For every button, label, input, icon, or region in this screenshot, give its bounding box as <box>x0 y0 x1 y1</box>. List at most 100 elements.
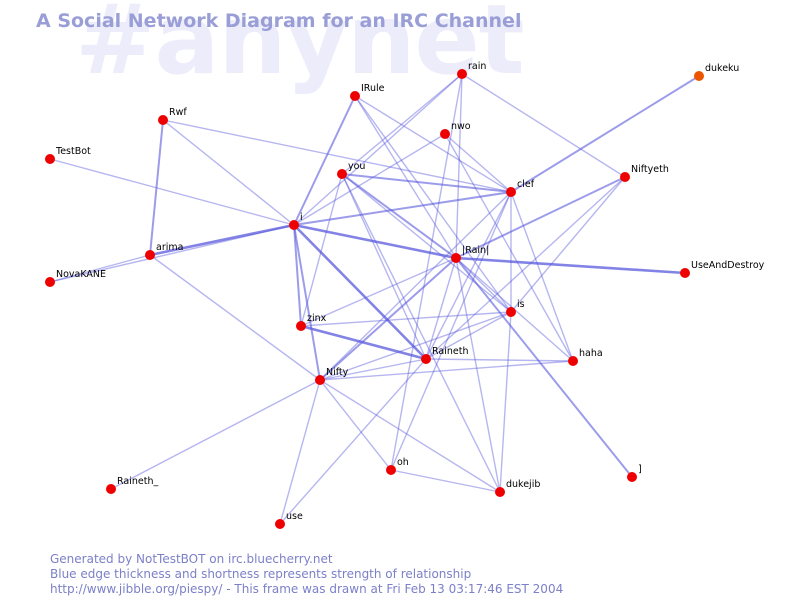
edge-Raineth-haha <box>425 358 574 362</box>
node-dot <box>158 115 168 125</box>
edge-clef-nwo <box>444 133 512 193</box>
edge-nwo-haha <box>444 133 574 362</box>
node-dot <box>337 169 347 179</box>
node-dot <box>495 487 505 497</box>
node-Rain: |Rain| <box>451 245 489 263</box>
node-oh: oh <box>386 457 409 475</box>
edge-Nifty-Raineth <box>319 358 427 381</box>
edge-Rain-is <box>455 257 512 313</box>
node-dot <box>568 356 578 366</box>
node-label: rain <box>468 61 486 72</box>
edge-you-dukejib <box>341 173 501 493</box>
edge-zinx-Raineth <box>300 324 427 361</box>
node-label: UseAndDestroy <box>691 260 765 271</box>
node-dukeku: dukeku <box>694 63 739 81</box>
edge-IRule-is <box>354 95 512 313</box>
edge-Rain-you <box>341 173 457 259</box>
edge-zinx-is <box>300 311 512 327</box>
edge-clef-Rwf <box>162 119 512 193</box>
node-dot <box>386 465 396 475</box>
diagram-title: A Social Network Diagram for an IRC Chan… <box>36 10 522 32</box>
edge-arima-NovaKANE <box>49 254 151 283</box>
edge-i-IRule <box>293 95 356 226</box>
node-Niftyeth: Niftyeth <box>620 164 669 182</box>
node-dot <box>627 472 637 482</box>
node-dot <box>620 172 630 182</box>
node-dot <box>457 69 467 79</box>
node-label: IRule <box>361 83 385 94</box>
node-label: Niftyeth <box>631 164 669 175</box>
node-haha: haha <box>568 348 603 366</box>
node-label: use <box>286 511 303 522</box>
node-dot <box>106 484 116 494</box>
node-label: i <box>300 212 303 223</box>
edge-Rain-bracket <box>455 257 633 478</box>
edge-Nifty-use <box>279 379 321 525</box>
edge-rain-Niftyeth <box>461 73 626 178</box>
node-label: Raineth <box>432 346 468 357</box>
edge-you-is <box>341 173 512 313</box>
node-dot <box>296 321 306 331</box>
edge-Raineth-Niftyeth <box>425 176 626 360</box>
edge-i-Raineth <box>293 224 427 360</box>
node-nwo: nwo <box>440 121 471 139</box>
edge-i-Rwf <box>162 119 295 226</box>
edge-Raineth-you <box>341 173 427 360</box>
node-i: i <box>289 212 303 230</box>
channel-watermark: #anynet <box>75 0 524 96</box>
edge-i-Rain <box>293 223 457 260</box>
node-label: Rwf <box>169 107 187 118</box>
node-label: dukeku <box>705 63 739 74</box>
edge-arima-Nifty <box>149 254 321 381</box>
node-dot <box>506 187 516 197</box>
edge-clef-IRule <box>354 95 512 193</box>
node-use: use <box>275 511 303 529</box>
node-label: haha <box>579 348 603 359</box>
node-IRule: IRule <box>350 83 385 101</box>
edge-clef-you <box>341 173 512 193</box>
edge-Rain-Nifty <box>319 257 457 381</box>
edge-Rain-zinx <box>300 257 457 327</box>
node-UseAndDestroy: UseAndDestroy <box>680 260 765 278</box>
edge-clef-oh <box>390 191 512 471</box>
edge-Rain-Raineth <box>425 257 457 360</box>
node-label: oh <box>397 457 409 468</box>
edge-i-NovaKANE <box>49 224 295 283</box>
node-label: NovaKANE <box>56 269 106 280</box>
edge-i-nwo <box>293 133 446 226</box>
edge-Rain-UseAndDestroy <box>455 256 686 275</box>
edge-clef-Raineth <box>425 191 512 360</box>
edge-Raineth-use <box>279 358 427 525</box>
edge-Nifty-haha <box>319 360 574 381</box>
footer-url-timestamp: http://www.jibble.org/piespy/ - This fra… <box>50 582 564 596</box>
node-Raineth_: Raineth_ <box>106 476 158 494</box>
edge-Nifty-Raineth_ <box>110 379 321 490</box>
node-Rwf: Rwf <box>158 107 187 125</box>
edge-Rain-Niftyeth <box>455 176 626 259</box>
node-label: nwo <box>451 121 471 132</box>
edge-i-TestBot <box>49 158 295 226</box>
node-dot <box>680 268 690 278</box>
node-rain: rain <box>457 61 486 79</box>
edge-i-rain <box>293 73 463 226</box>
node-label: TestBot <box>55 146 91 157</box>
node-clef: clef <box>506 179 535 197</box>
node-NovaKANE: NovaKANE <box>45 269 106 287</box>
edge-Rain-IRule <box>354 95 457 259</box>
edge-Raineth-is <box>425 311 512 360</box>
edge-clef-haha <box>510 191 574 362</box>
node-dot <box>45 154 55 164</box>
edge-Nifty-dukejib <box>319 379 501 493</box>
node-bracket: ] <box>627 464 642 482</box>
edge-Rain-dukejib <box>455 257 501 493</box>
edge-clef-Nifty <box>319 191 512 381</box>
node-is: is <box>506 299 525 317</box>
node-dot <box>451 253 461 263</box>
edge-arima-Rwf <box>149 119 164 256</box>
node-zinx: zinx <box>296 313 327 331</box>
node-label: is <box>517 299 525 310</box>
edge-is-dukejib <box>499 311 512 493</box>
